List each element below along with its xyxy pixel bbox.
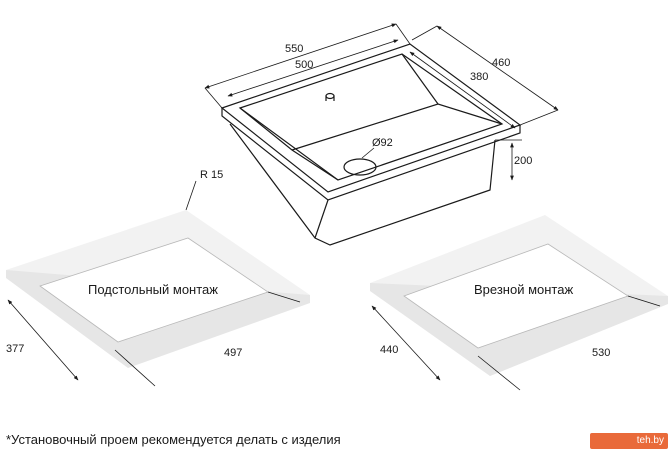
sink-body: [229, 123, 496, 246]
dim-height: 200: [514, 155, 532, 167]
dim-undermount-depth: 377: [6, 343, 24, 355]
dim-topmount-depth: 440: [380, 344, 398, 356]
dim-undermount-width: 497: [224, 347, 242, 359]
dim-outer-depth: 460: [492, 57, 510, 69]
drain-hole: [343, 158, 377, 176]
sink-rim-outer: [220, 43, 522, 193]
tap-hole: [325, 92, 335, 100]
dim-inner-width: 500: [295, 59, 313, 71]
dim-inner-depth: 380: [470, 71, 488, 83]
sink-rim-edge: [221, 108, 521, 201]
undermount-cutout: [6, 180, 310, 387]
watermark-badge: teh.by: [590, 433, 668, 449]
topmount-cutout: [370, 215, 668, 391]
topmount-caption: Врезной монтаж: [474, 282, 573, 297]
sink-dimensions: [204, 23, 559, 181]
undermount-caption: Подстольный монтаж: [88, 282, 218, 297]
dim-radius: R 15: [200, 169, 223, 181]
footnote: *Установочный проем рекомендуется делать…: [6, 432, 341, 447]
dim-topmount-width: 530: [592, 347, 610, 359]
dim-drain: Ø92: [372, 137, 393, 149]
dim-outer-width: 550: [285, 43, 303, 55]
